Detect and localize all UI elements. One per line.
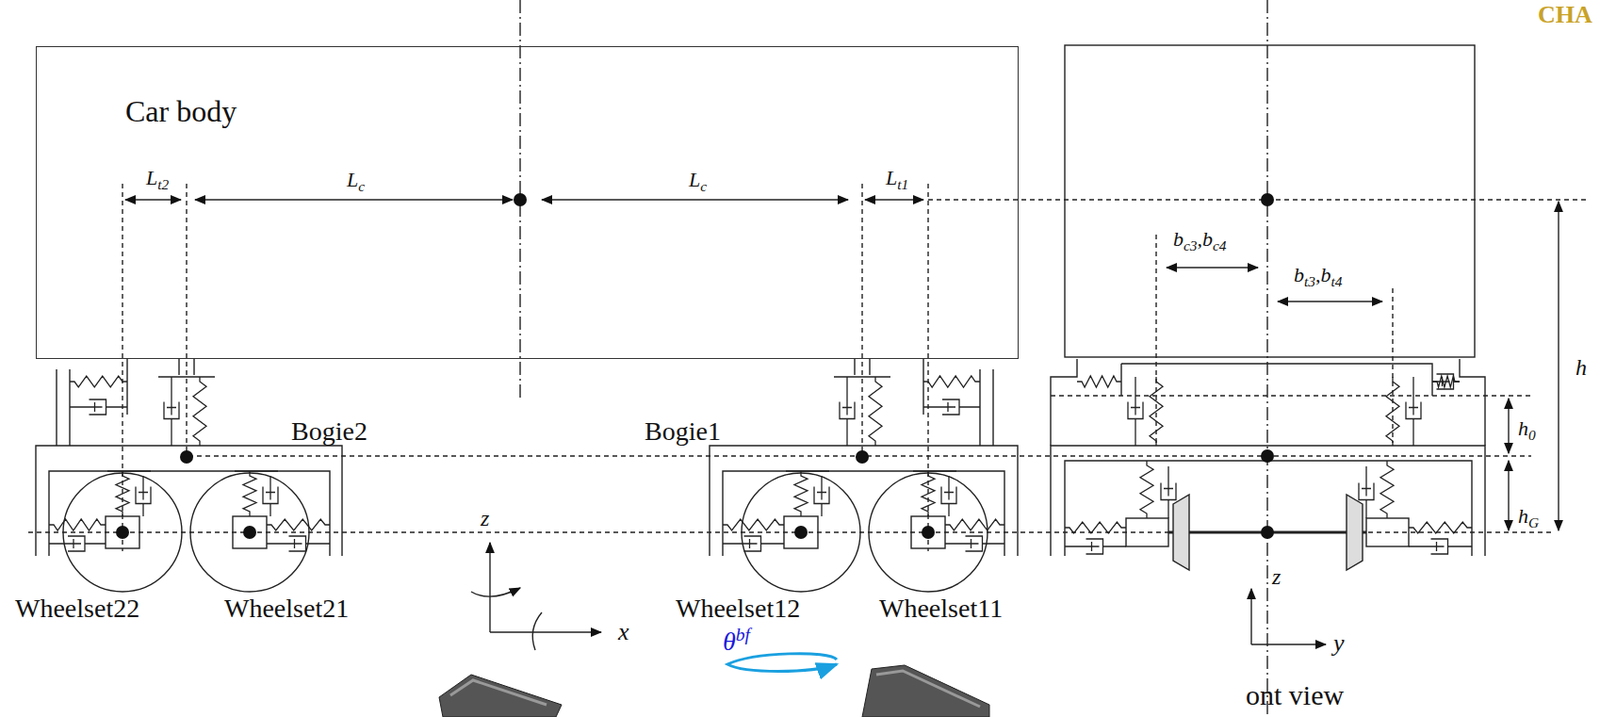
dimension-label: Lt2 [146,167,169,193]
suspension-element [1140,460,1154,519]
dimension-label: hG [1518,506,1539,531]
suspension-element [69,375,128,388]
suspension-element [262,475,278,517]
suspension-element [1064,538,1127,555]
suspension-element [923,399,980,415]
part-name: Wheelset12 [675,595,800,622]
suspension-element [722,536,784,552]
part-name: Wheelset11 [879,595,1003,622]
suspension-element [868,376,882,446]
suspension-element [115,471,130,517]
rotation-label: θbf [722,625,751,655]
suspension-element [243,471,257,517]
axis-label: x [618,620,630,645]
dimension-label: Lc [346,169,365,195]
part-name: Wheelset21 [224,595,349,622]
suspension-element [48,519,106,531]
dimension-label: Lt1 [885,167,909,193]
logo-text: CHA [1537,2,1593,28]
axis-label: z [1272,565,1281,588]
suspension-element [266,519,330,531]
suspension-element [1127,376,1143,446]
suspension-element [266,536,330,552]
suspension-element [1077,375,1122,388]
suspension-element [48,536,106,552]
suspension-element [69,399,128,415]
part-name: Bogie2 [291,418,368,445]
dimension-label: bc3,bc4 [1173,228,1227,254]
dimension-label: Lc [688,169,707,195]
suspension-element [1380,460,1394,519]
suspension-element [921,471,935,517]
view-title: ont view [1245,681,1344,710]
suspension-element [941,475,957,517]
suspension-element [107,470,151,472]
suspension-element [1160,466,1176,519]
suspension-element [1405,376,1421,446]
part-name: Bogie1 [644,418,721,445]
suspension-element [913,470,957,472]
suspension-element [814,475,830,517]
axis-label: z [480,506,490,530]
suspension-element [1064,522,1127,534]
suspension-element [1432,374,1460,390]
suspension-element [945,536,1005,552]
suspension-element [1408,538,1472,555]
suspension-element [839,376,855,446]
suspension-element [1408,522,1472,534]
suspension-element [945,519,1005,531]
suspension-element [1432,375,1460,388]
suspension-element [1358,466,1374,519]
axis-label: y [1333,631,1345,656]
suspension-element [785,470,830,472]
car-body-box: Car body [35,46,1019,360]
dimension-label: h0 [1518,418,1536,443]
dimension-label: h [1575,356,1587,379]
suspension-element [234,470,278,472]
suspension-element [193,376,207,446]
suspension-element [794,471,808,517]
suspension-element [135,475,151,517]
suspension-element [923,375,980,388]
suspension-element [1386,376,1400,446]
suspension-element [722,519,784,531]
part-name: Wheelset22 [15,595,140,622]
suspension-element [163,376,180,446]
dimension-label: bt3,bt4 [1293,264,1342,290]
suspension-element [1149,376,1163,446]
node-label: Car body [125,96,237,127]
